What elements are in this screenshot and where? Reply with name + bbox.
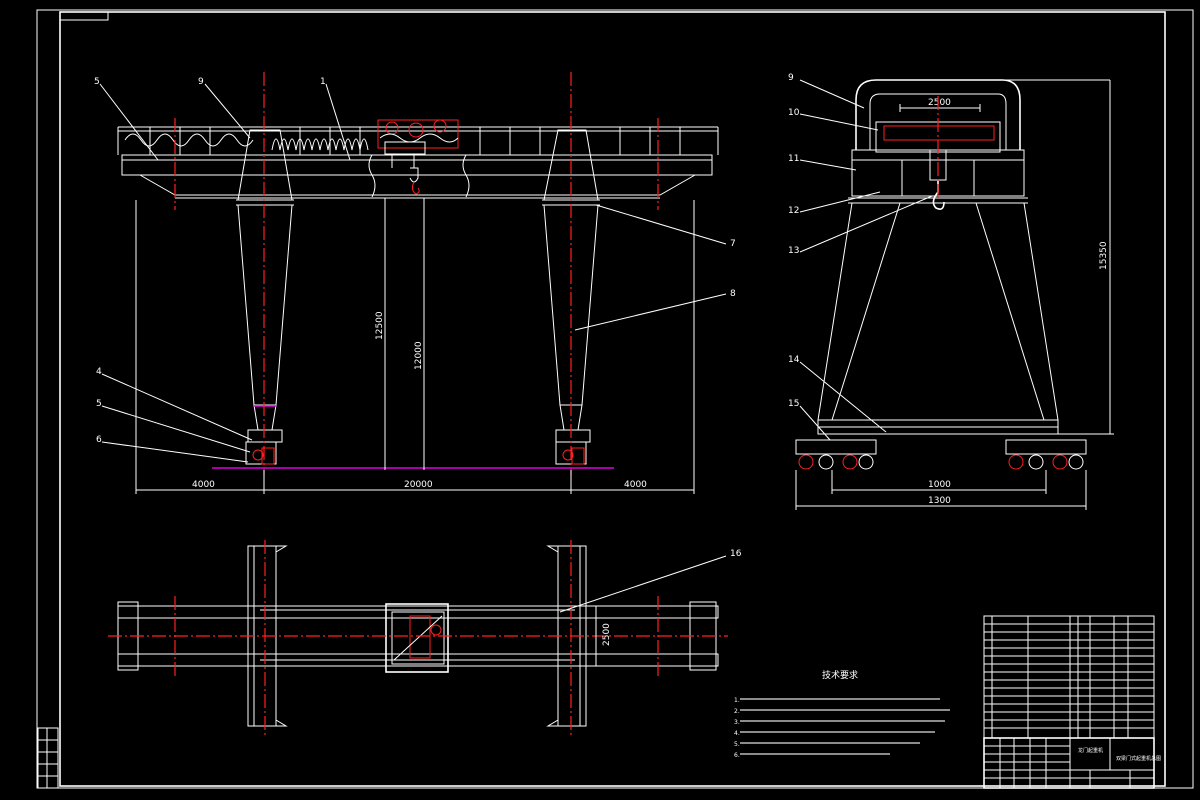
side-callout-11: 11 [788, 154, 799, 164]
right-bogie [1005, 439, 1087, 470]
side-callout-12: 12 [788, 206, 799, 216]
callout-8: 8 [730, 289, 736, 299]
callout-9: 9 [198, 77, 204, 87]
tech-note-3: 3. [734, 719, 740, 726]
callout-7: 7 [730, 239, 736, 249]
drawing-title: 双梁门式起重机总图 [1116, 755, 1161, 762]
dim-height-a: 12500 [375, 311, 385, 340]
dim-top-width: 2500 [928, 98, 951, 108]
tech-notes: 技术要求 1. 2. 3. 4. 5. 6. [734, 669, 950, 759]
plan-callout-16: 16 [730, 549, 742, 559]
right-leg [542, 129, 600, 465]
callout-1: 1 [320, 77, 326, 87]
parts-list [983, 615, 1155, 739]
title-block: 龙门起重机 双梁门式起重机总图 [983, 737, 1161, 789]
outer-frame [36, 9, 1194, 789]
left-bogie [795, 439, 877, 470]
inner-frame [59, 11, 1166, 787]
tech-notes-title: 技术要求 [822, 669, 858, 681]
side-view: 2500 1 [788, 73, 1114, 510]
dim-span: 20000 [404, 480, 433, 490]
dim-left-overhang: 4000 [192, 480, 215, 490]
left-leg [236, 129, 294, 465]
callout-6: 6 [96, 435, 102, 445]
front-view: 12500 12000 4000 20000 4000 5 9 1 7 8 4 … [94, 72, 736, 494]
tech-note-2: 2. [734, 708, 740, 715]
left-margin-block [37, 727, 59, 789]
title-designation: 龙门起重机 [1078, 747, 1103, 754]
dim-bottom-width: 1300 [928, 496, 951, 506]
callout-5-top: 5 [94, 77, 100, 87]
plan-view: 2500 16 [108, 540, 742, 735]
tech-note-5: 5. [734, 741, 740, 748]
side-callout-15: 15 [788, 399, 799, 409]
dim-right-overhang: 4000 [624, 480, 647, 490]
side-callout-14: 14 [788, 355, 800, 365]
side-callout-13: 13 [788, 246, 799, 256]
tech-note-6: 6. [734, 752, 740, 759]
dim-height-b: 12000 [414, 341, 424, 370]
callout-4: 4 [96, 367, 102, 377]
side-callout-10: 10 [788, 108, 800, 118]
side-callout-9: 9 [788, 73, 794, 83]
tech-note-4: 4. [734, 730, 740, 737]
dim-wheel-base: 1000 [928, 480, 951, 490]
top-left-label-box [59, 11, 109, 21]
dim-total-height: 15350 [1099, 241, 1109, 270]
tech-note-1: 1. [734, 697, 740, 704]
dim-track: 2500 [602, 623, 612, 646]
hoist-trolley [377, 119, 459, 195]
callout-5-bottom: 5 [96, 399, 102, 409]
